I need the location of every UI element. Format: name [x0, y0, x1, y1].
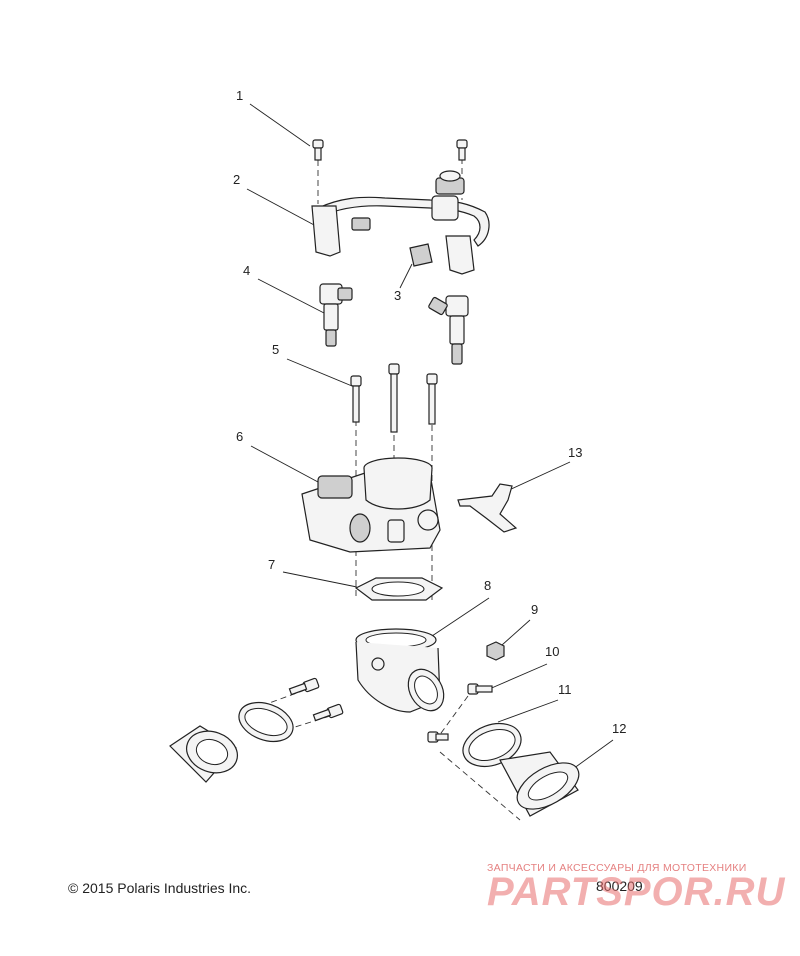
part-5-bolt-right — [426, 373, 438, 425]
part-2-fuel-rail — [311, 170, 490, 275]
part-12-intake-boot — [499, 751, 580, 817]
part-1-screw-right — [456, 139, 468, 161]
part-3-clip — [409, 243, 433, 267]
watermark-tagline: ЗАПЧАСТИ И АКСЕССУАРЫ ДЛЯ МОТОТЕХНИКИ — [487, 862, 747, 874]
figure-number: 800209 — [596, 878, 643, 894]
leader-lines — [246, 103, 614, 775]
part-5-bolt — [350, 375, 362, 423]
callout-8: 8 — [484, 578, 491, 593]
callout-2: 2 — [233, 172, 240, 187]
callout-10: 10 — [545, 644, 559, 659]
part-9-nut — [486, 641, 505, 661]
part-6-throttle-body — [301, 457, 441, 553]
callout-7: 7 — [268, 557, 275, 572]
callout-13: 13 — [568, 445, 582, 460]
watermark-brand: PARTSPOR.RU — [487, 870, 786, 914]
left-bolt-lower — [312, 703, 344, 722]
part-10-bolt — [467, 683, 493, 695]
callout-5: 5 — [272, 342, 279, 357]
part-4-fuel-injector — [319, 283, 353, 347]
left-bolt — [288, 677, 320, 696]
callout-4: 4 — [243, 263, 250, 278]
callout-11: 11 — [558, 682, 572, 697]
part-1-screw — [312, 139, 324, 161]
part-10-bolt-lower — [427, 731, 449, 743]
part-13-bracket — [457, 483, 518, 533]
callout-1: 1 — [236, 88, 243, 103]
part-8-intake-adapter — [355, 628, 445, 713]
part-4-fuel-injector-right — [428, 295, 469, 365]
callout-6: 6 — [236, 429, 243, 444]
part-5-bolt-center — [388, 363, 400, 433]
callout-12: 12 — [612, 721, 626, 736]
callout-3: 3 — [394, 288, 401, 303]
left-clamp — [238, 701, 294, 743]
callout-9: 9 — [531, 602, 538, 617]
copyright-text: © 2015 Polaris Industries Inc. — [68, 880, 252, 896]
part-11-clamp — [462, 722, 522, 768]
part-7-gasket — [354, 577, 444, 601]
left-intake-boot — [169, 725, 238, 783]
